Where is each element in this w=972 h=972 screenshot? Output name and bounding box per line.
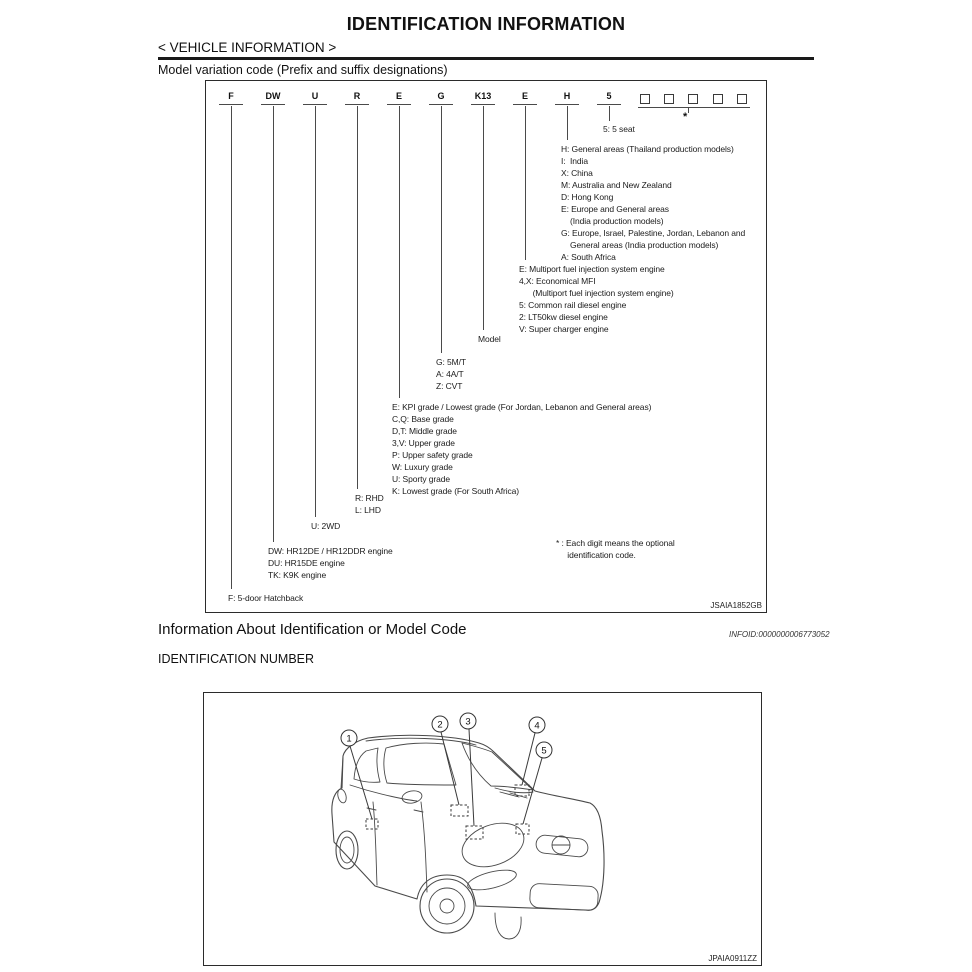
optional-digits-tick	[688, 108, 689, 113]
leader-line	[525, 106, 526, 260]
identification-number-figure: 1 2 3 4 5 JPAIA0911ZZ	[203, 692, 762, 966]
optional-digit-box	[688, 94, 698, 104]
car-line-art	[331, 734, 605, 940]
callout-3-number: 3	[465, 717, 470, 728]
optional-digits-star: *	[683, 111, 688, 123]
leader-line	[357, 106, 358, 489]
leader-line	[273, 106, 274, 542]
callout-1-number: 1	[346, 734, 351, 745]
infoid-label: INFOID:0000000006773052	[729, 630, 830, 639]
marker-5	[515, 823, 530, 835]
code-letter: G	[437, 91, 445, 101]
callout-1: 1	[340, 729, 358, 747]
callout-5: 5	[535, 741, 553, 759]
optional-digit-box	[640, 94, 650, 104]
callout-4: 4	[528, 716, 546, 734]
callout-numbers: 1 2 3 4 5	[340, 712, 553, 759]
marker-4	[514, 784, 530, 797]
code-underline	[261, 104, 285, 105]
leader-line	[483, 106, 484, 330]
callout-3: 3	[459, 712, 477, 730]
code-underline	[219, 104, 243, 105]
callout-4-number: 4	[534, 721, 539, 732]
transmission-codes: G: 5M/T A: 4A/T Z: CVT	[436, 357, 466, 391]
info-heading: Information About Identification or Mode…	[158, 621, 467, 638]
code-letter: DW	[265, 91, 281, 101]
grade-codes: E: KPI grade / Lowest grade (For Jordan,…	[392, 402, 652, 496]
leader-line	[567, 106, 568, 140]
callout-2: 2	[431, 715, 449, 733]
page-title: IDENTIFICATION INFORMATION	[346, 14, 626, 34]
code-underline	[513, 104, 537, 105]
code-underline	[303, 104, 327, 105]
code-letter: F	[228, 91, 234, 101]
optional-digits-underline	[638, 107, 750, 108]
leader-line	[441, 106, 442, 353]
optional-digit-box	[737, 94, 747, 104]
model-label: Model	[478, 334, 501, 344]
code-underline	[345, 104, 369, 105]
steering-codes: R: RHD L: LHD	[355, 493, 384, 515]
code-letter: E	[521, 91, 528, 101]
optional-note: * : Each digit means the optional identi…	[556, 538, 675, 560]
leader-line	[609, 106, 610, 121]
model-code-figure: F DW U R E G K13 E H 5 * 5: 5 seat H: Ge…	[205, 80, 767, 613]
code-letter: K13	[474, 91, 492, 101]
code-letter: U	[311, 91, 319, 101]
code-underline	[387, 104, 411, 105]
optional-digit-box	[713, 94, 723, 104]
figure-code: JPAIA0911ZZ	[708, 954, 757, 963]
marker-3	[465, 825, 484, 840]
marker-2	[450, 804, 469, 817]
drive-codes: U: 2WD	[311, 521, 341, 531]
car-location-diagram: 1 2 3 4 5	[331, 712, 605, 940]
subsection-header: Model variation code (Prefix and suffix …	[158, 63, 448, 77]
code-underline	[471, 104, 495, 105]
code-letter: 5	[606, 91, 612, 101]
engine-type-codes: E: Multiport fuel injection system engin…	[519, 264, 674, 334]
marker-1	[365, 818, 379, 830]
callout-5-number: 5	[541, 746, 546, 757]
code-letter: E	[395, 91, 402, 101]
code-letter: H	[563, 91, 571, 101]
callout-leaders	[349, 728, 543, 827]
engine-codes: DW: HR12DE / HR12DDR engine DU: HR15DE e…	[268, 546, 393, 580]
leader-line	[315, 106, 316, 517]
destination-codes: H: General areas (Thailand production mo…	[561, 144, 746, 262]
figure-code: JSAIA1852GB	[710, 601, 762, 610]
seat-codes: 5: 5 seat	[603, 124, 635, 134]
section-rule	[158, 57, 814, 60]
code-letter: R	[353, 91, 361, 101]
callout-2-number: 2	[437, 720, 442, 731]
leader-line	[231, 106, 232, 589]
section-header: < VEHICLE INFORMATION >	[158, 40, 337, 55]
body-codes: F: 5-door Hatchback	[228, 593, 304, 603]
optional-digit-box	[664, 94, 674, 104]
leader-line	[399, 106, 400, 398]
code-underline	[555, 104, 579, 105]
identification-number-heading: IDENTIFICATION NUMBER	[158, 652, 315, 666]
code-underline	[597, 104, 621, 105]
code-underline	[429, 104, 453, 105]
